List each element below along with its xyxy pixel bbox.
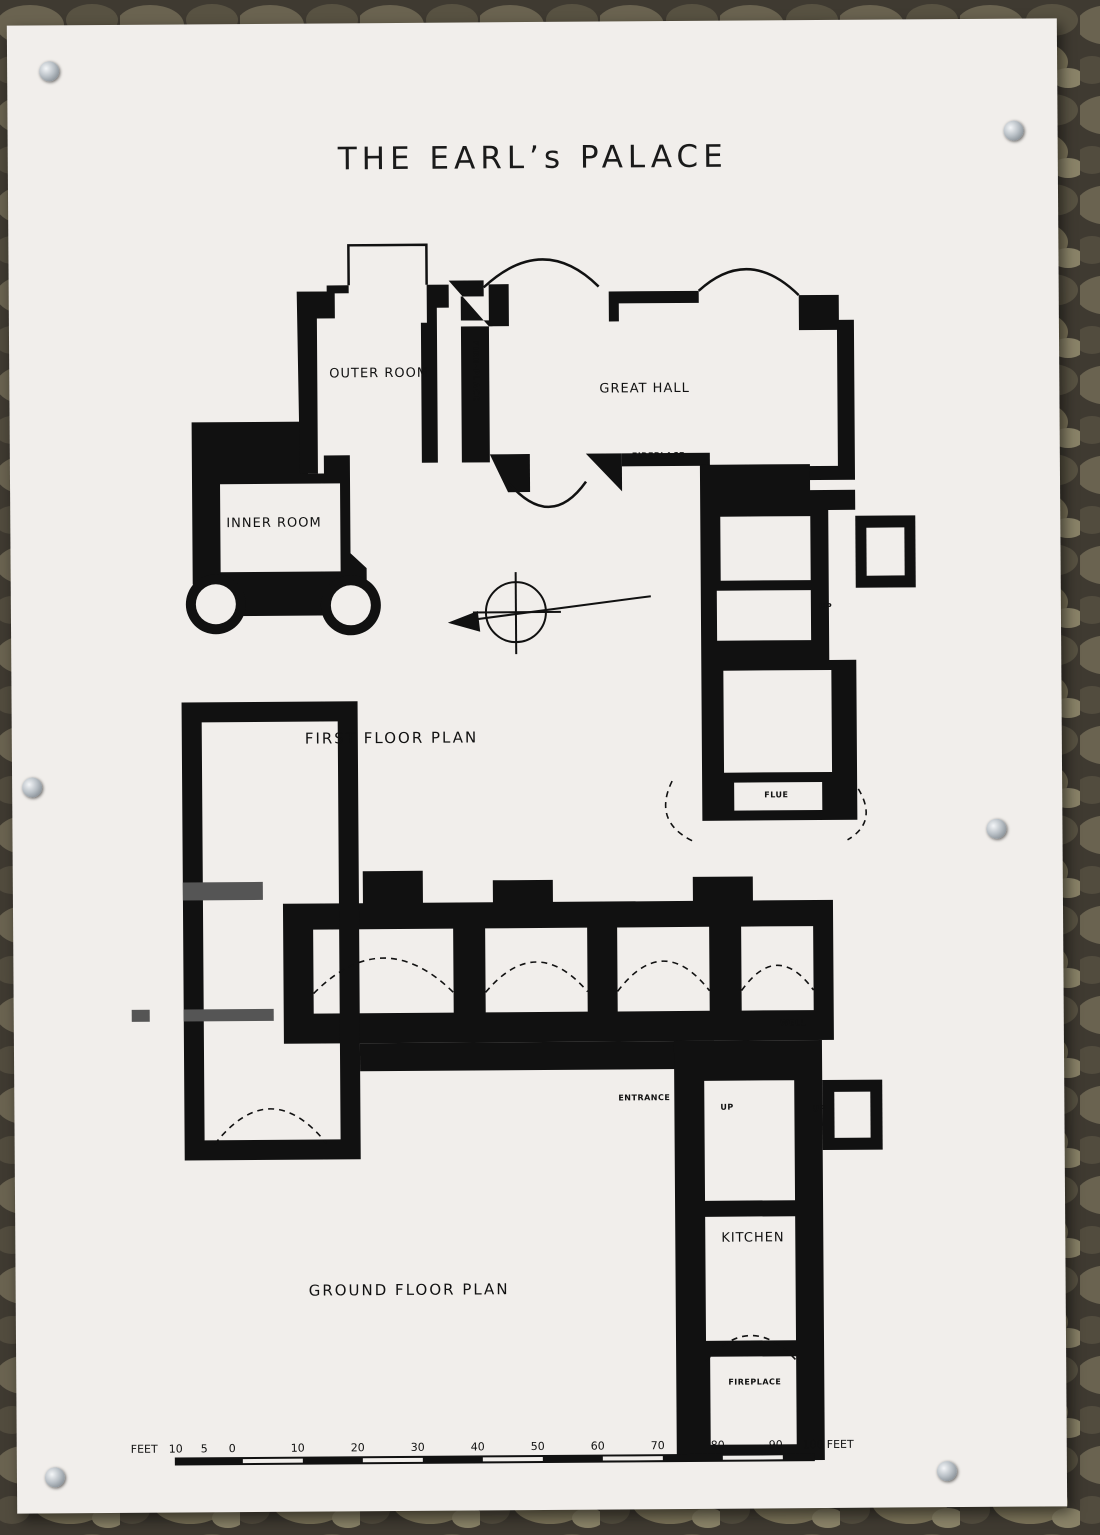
inner-room-walls [191, 421, 367, 617]
ground-north-walls [282, 870, 834, 1044]
ground-east-walls [673, 1040, 825, 1462]
thumbtack-icon [936, 1461, 958, 1482]
scale-tick: 10 [168, 1442, 183, 1456]
ground-south-walls [359, 1040, 715, 1072]
flue-label: FLUE [764, 790, 789, 800]
inner-room-label: INNER ROOM [226, 515, 322, 532]
great-hall-walls [448, 280, 509, 463]
fireplace-vertical-label: FIRE-PLACE [471, 340, 481, 403]
scale-tick: 100 [802, 1438, 824, 1452]
scale-tick: 70 [650, 1439, 665, 1453]
outer-room-label: OUTER ROOM [329, 365, 430, 382]
scale-tick: 20 [350, 1441, 365, 1455]
ground-floor-plan-label: GROUND FLOOR PLAN [308, 1280, 510, 1300]
thumbtack-icon [1003, 120, 1024, 141]
scale-tick: 80 [710, 1438, 725, 1452]
ground-west-walls [181, 701, 361, 1161]
scale-tick: 30 [410, 1440, 425, 1454]
great-hall-label: GREAT HALL [599, 380, 690, 397]
thumbtack-icon [986, 818, 1007, 839]
scale-tick: 60 [590, 1439, 605, 1453]
ground-up-stair-label: UP [720, 1102, 734, 1112]
east-wing-walls [699, 464, 858, 821]
thumbtack-icon [44, 1467, 66, 1488]
first-floor-plan-label: FIRST FLOOR PLAN [304, 728, 479, 748]
compass-arrow-icon [447, 572, 651, 655]
ground-up-tower-label: UP [812, 1103, 826, 1114]
entrance-label: ENTRANCE [618, 1093, 671, 1103]
well-label: WELL [779, 1018, 807, 1028]
vault-dashes [214, 779, 867, 1362]
scale-tick: 50 [530, 1439, 545, 1454]
first-up-label: UP [818, 601, 833, 612]
thumbtack-icon [22, 777, 43, 798]
scale-tick: 10 [290, 1441, 305, 1455]
thumbtack-icon [39, 61, 60, 82]
scale-tick: 40 [470, 1440, 485, 1454]
floor-plans-drawing [131, 243, 916, 1466]
scale-bar [174, 1453, 815, 1466]
floor-plan-poster: THE EARL’s PALACE OUTER ROOM GREAT HALL … [6, 18, 1068, 1514]
bay-windows [347, 243, 800, 508]
page-title: THE EARL’s PALACE [337, 138, 728, 178]
scale-tick: 5 [200, 1442, 208, 1456]
scale-unit-right: FEET [826, 1437, 854, 1451]
scale-tick: 90 [768, 1438, 783, 1452]
first-fireplace-label: FIREPLACE [631, 450, 685, 461]
scale-unit-left: FEET [130, 1442, 158, 1456]
kitchen-label: KITCHEN [721, 1230, 785, 1246]
scale-tick: 0 [228, 1442, 236, 1456]
ground-fireplace-label: FIREPLACE [728, 1377, 782, 1387]
outer-room-walls [296, 285, 349, 474]
